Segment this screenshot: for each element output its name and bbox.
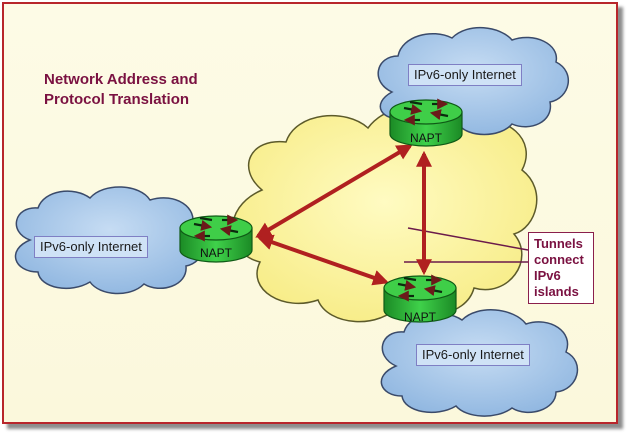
callout-line-3: IPv6 (534, 268, 561, 283)
callout-line-1: Tunnels (534, 236, 583, 251)
router-top-label: NAPT (410, 131, 443, 145)
tunnel-left-top (255, 144, 413, 238)
router-arrows-icon (397, 274, 443, 302)
callout-line-2: connect (534, 252, 584, 267)
diagram-title-line-1: Network Address and (44, 71, 198, 88)
router-bottom-label: NAPT (404, 310, 437, 324)
router-arrows-icon (403, 98, 449, 126)
ipv6-cloud-left-label: IPv6-only Internet (34, 236, 148, 258)
router-left: NAPT (179, 214, 253, 263)
tunnel-left-bottom (256, 234, 390, 286)
tunnels-callout: Tunnels connect IPv6 islands (528, 232, 594, 304)
diagram-title-line-2: Protocol Translation (44, 91, 190, 108)
router-arrows-icon (193, 214, 239, 242)
tunnels (255, 144, 432, 286)
router-top: NAPT (389, 98, 463, 147)
router-left-label: NAPT (200, 246, 233, 260)
router-bottom: NAPT (383, 274, 457, 324)
callout-line-4: islands (534, 284, 579, 299)
ipv6-cloud-bottom-label: IPv6-only Internet (416, 344, 530, 366)
ipv6-cloud-top-label: IPv6-only Internet (408, 64, 522, 86)
